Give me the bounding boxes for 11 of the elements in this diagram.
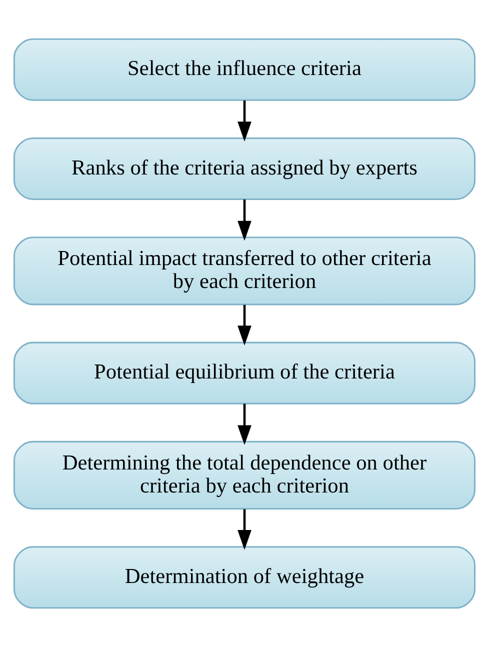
arrow <box>238 100 252 142</box>
node-box: Potential equilibrium of the criteria <box>13 342 476 404</box>
arrow <box>238 509 252 550</box>
node-box: Ranks of the criteria assigned by experts <box>13 137 476 200</box>
node-box: Potential impact transferred to other criteria by each criterion <box>13 236 476 306</box>
arrow <box>238 199 252 241</box>
node-box: Select the influence criteria <box>13 38 476 101</box>
arrow <box>238 304 252 346</box>
node-box: Determining the total dependence on other criteria by each criterion <box>13 440 476 510</box>
arrow <box>238 404 252 446</box>
node-box: Determination of weightage <box>13 546 476 609</box>
